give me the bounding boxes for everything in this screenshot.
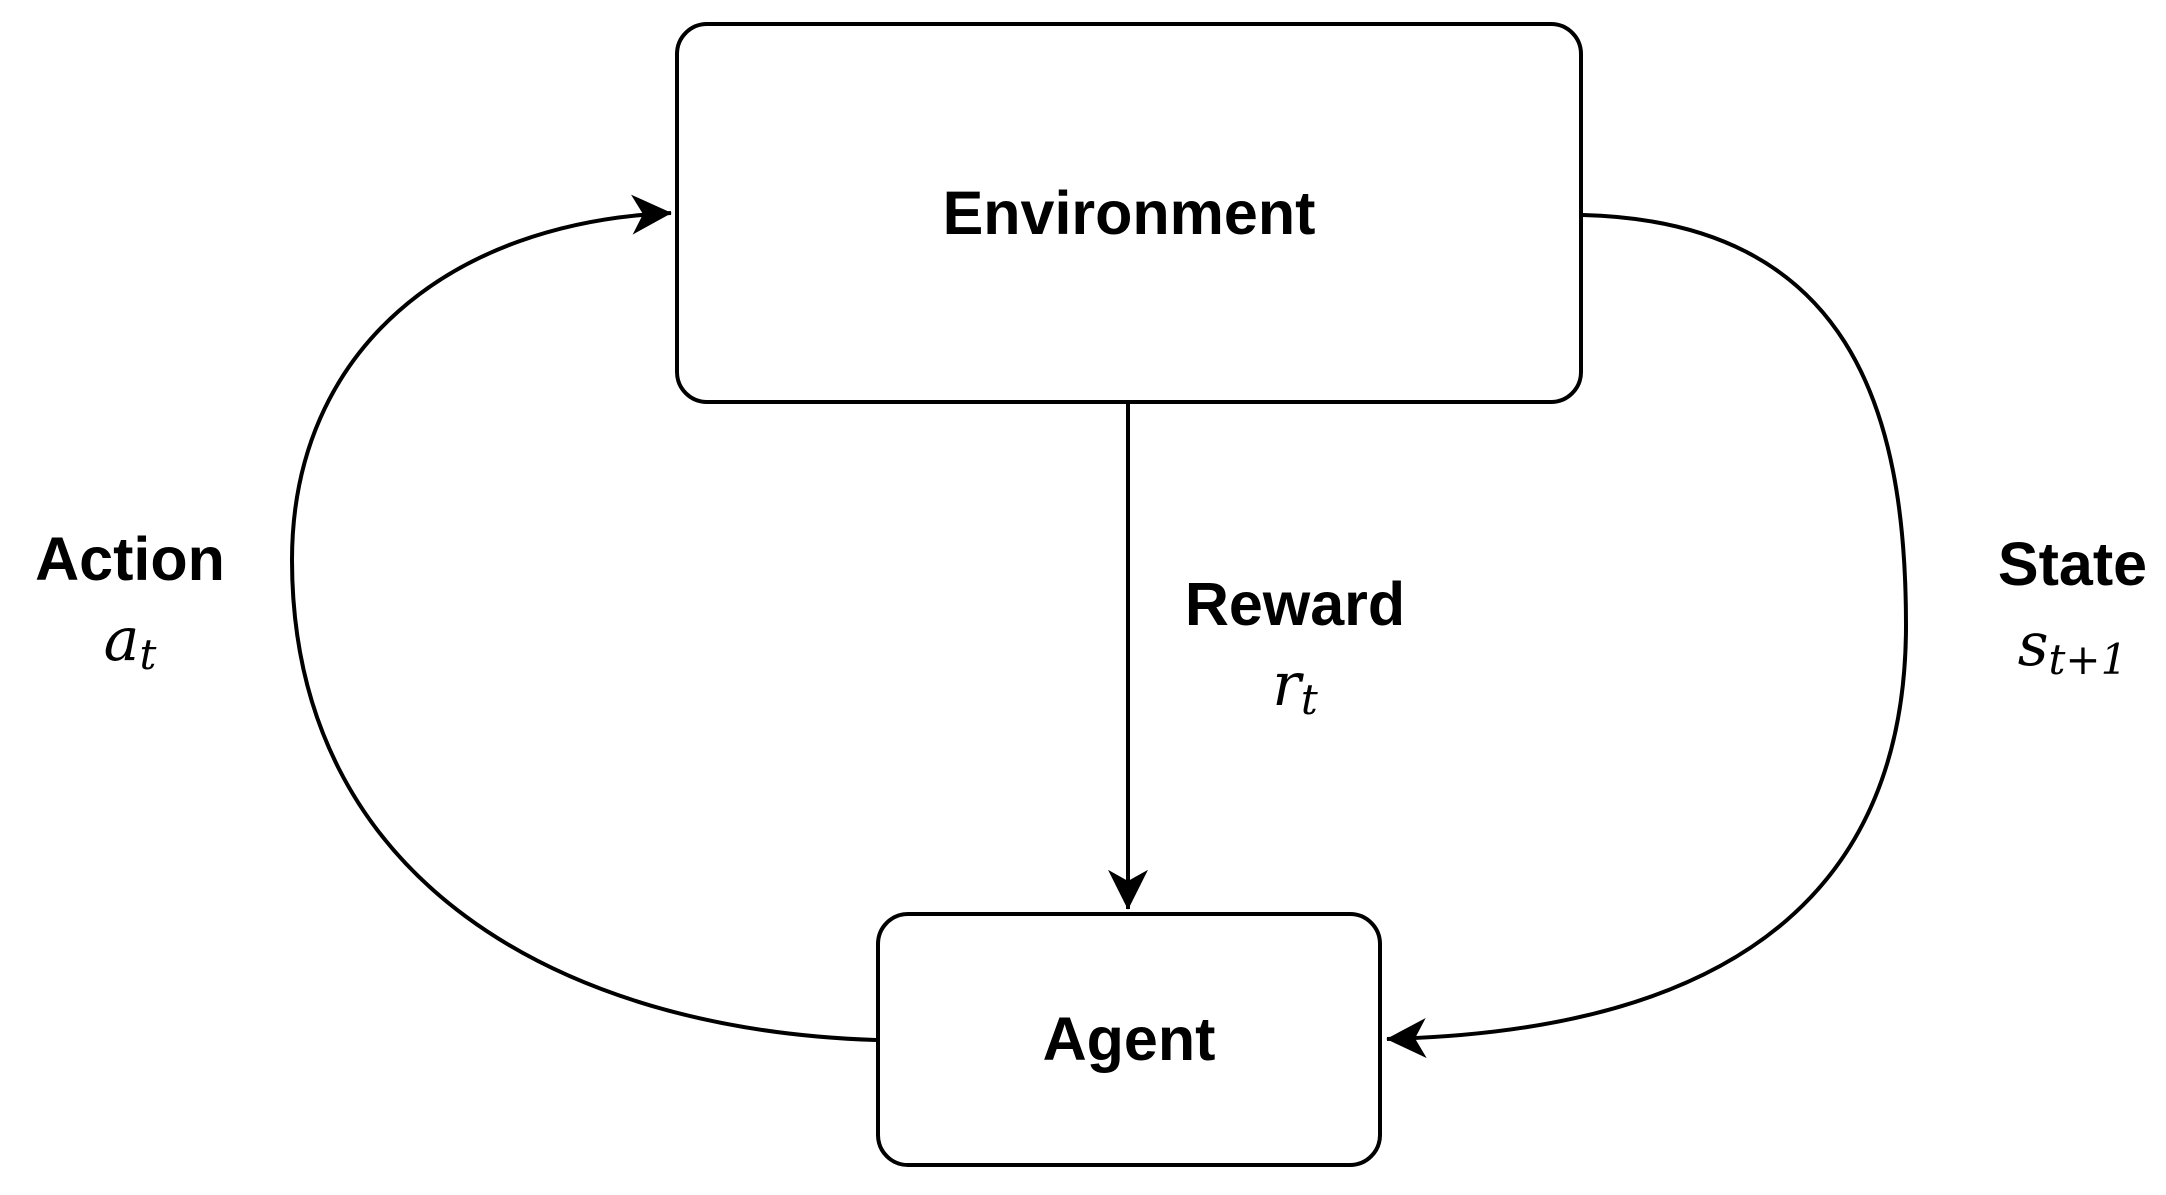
- reward-symbol-subscript: t: [1300, 675, 1318, 725]
- environment-node-label: Environment: [942, 178, 1316, 247]
- state-edge-label: State st+1: [1955, 529, 2166, 685]
- reward-symbol-letter: r: [1272, 650, 1301, 720]
- state-symbol: st+1: [1955, 611, 2166, 685]
- reward-label-text: Reward: [1184, 570, 1406, 638]
- state-arrow: [1386, 213, 1909, 1059]
- agent-node-label: Agent: [1042, 1005, 1216, 1074]
- state-symbol-letter: s: [2017, 610, 2049, 680]
- reward-edge-label: Reward rt: [1165, 569, 1425, 725]
- environment-node: Environment: [675, 22, 1583, 404]
- action-edge-label: Action at: [10, 524, 250, 680]
- action-arrow: [289, 194, 877, 1042]
- state-symbol-subscript: t+1: [2048, 635, 2128, 685]
- action-symbol: at: [10, 606, 250, 680]
- action-label-text: Action: [35, 525, 225, 593]
- action-symbol-subscript: t: [139, 630, 157, 680]
- agent-node: Agent: [876, 912, 1382, 1167]
- state-label-text: State: [1997, 530, 2148, 598]
- action-symbol-letter: a: [103, 605, 140, 675]
- reward-symbol: rt: [1165, 651, 1425, 725]
